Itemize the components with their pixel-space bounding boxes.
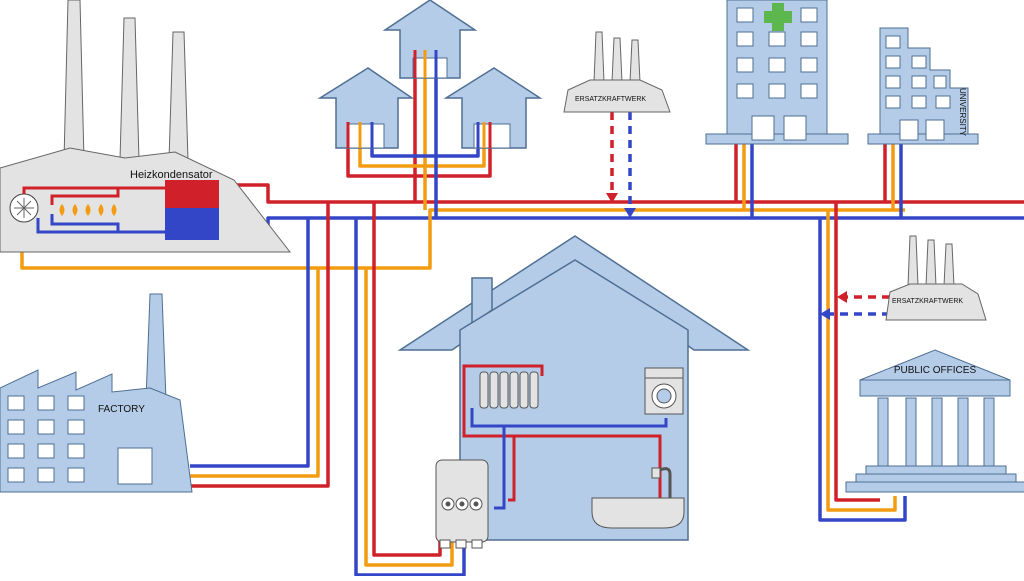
- factory-label: FACTORY: [98, 404, 145, 415]
- hot-water-pipe: [20, 208, 905, 270]
- heat-exchanger-icon: [435, 459, 489, 549]
- big-house: [397, 235, 751, 541]
- coil-return: [36, 214, 120, 234]
- reserve-right-label: ERSATZKRAFTWERK: [892, 298, 963, 305]
- reserve-plant-top: [563, 31, 671, 113]
- house-hotwater-pipe: [364, 268, 454, 567]
- chimney-1: [63, 0, 85, 161]
- hospital-windows: [736, 7, 818, 141]
- radiator-supply: [462, 364, 662, 502]
- offices-label: PUBLIC OFFICES: [894, 365, 977, 376]
- small-houses: [317, 0, 543, 149]
- hospital-base: [705, 133, 849, 145]
- factory-chimney: [145, 293, 167, 401]
- offices-hotwater-pipe: [826, 210, 897, 512]
- factory: [0, 293, 193, 493]
- small-house-doors: [347, 57, 511, 149]
- radiator-icon: [479, 371, 539, 409]
- condenser-coil: [22, 186, 165, 234]
- offices-step-1: [865, 465, 1007, 475]
- chimney-2: [119, 17, 140, 161]
- factory-return-pipe: [190, 218, 310, 468]
- arrowhead-red-left: [837, 291, 847, 303]
- house-right: [443, 67, 543, 149]
- house-return-pipe: [354, 218, 466, 577]
- turbine-blades: [14, 198, 34, 218]
- offices-step-2: [855, 473, 1017, 483]
- reserve-top-body: [563, 79, 671, 113]
- feed-arrowheads: [606, 193, 847, 320]
- radiator-return: [470, 408, 668, 510]
- condenser-hot-half: [165, 180, 219, 208]
- main-supply-pipe: [215, 183, 1024, 204]
- plant-body: [0, 147, 292, 253]
- hospital-cross-icon: [764, 3, 792, 31]
- power-plant: [0, 0, 292, 253]
- university-base: [867, 133, 979, 145]
- university-windows: [885, 35, 951, 141]
- reserve-top-label: ERSATZKRAFTWERK: [575, 96, 646, 103]
- offices-architrave: [859, 379, 1011, 397]
- condenser-label: Heizkondensator: [130, 169, 213, 181]
- university-label: UNIVERSITY: [958, 88, 967, 137]
- arrowhead-blue-down: [624, 208, 636, 218]
- arrowhead-blue-left: [820, 308, 830, 320]
- arrowhead-red-down: [606, 193, 618, 203]
- offices-return-pipe: [818, 218, 907, 522]
- flames-icon: [59, 204, 117, 216]
- chimney-3: [168, 31, 189, 161]
- factory-door: [117, 447, 153, 485]
- bathtub-icon: [591, 467, 685, 529]
- public-offices: [845, 349, 1024, 493]
- factory-windows: [7, 395, 153, 485]
- reserve-right-body: [885, 283, 987, 321]
- condenser-cold-half: [165, 208, 219, 240]
- coil-supply: [22, 186, 120, 205]
- offices-step-3: [845, 481, 1024, 493]
- house-plumbing: [462, 364, 668, 510]
- washing-machine-icon: [644, 367, 684, 415]
- offices-supply-pipe: [834, 202, 880, 502]
- reserve-plant-right: [885, 235, 987, 321]
- factory-hotwater-pipe: [190, 268, 320, 478]
- house-entry-pipes: [346, 50, 492, 148]
- factory-supply-pipe: [190, 202, 330, 488]
- house-top: [382, 0, 478, 79]
- house-left: [317, 67, 415, 149]
- main-return-pipe: [215, 216, 1024, 234]
